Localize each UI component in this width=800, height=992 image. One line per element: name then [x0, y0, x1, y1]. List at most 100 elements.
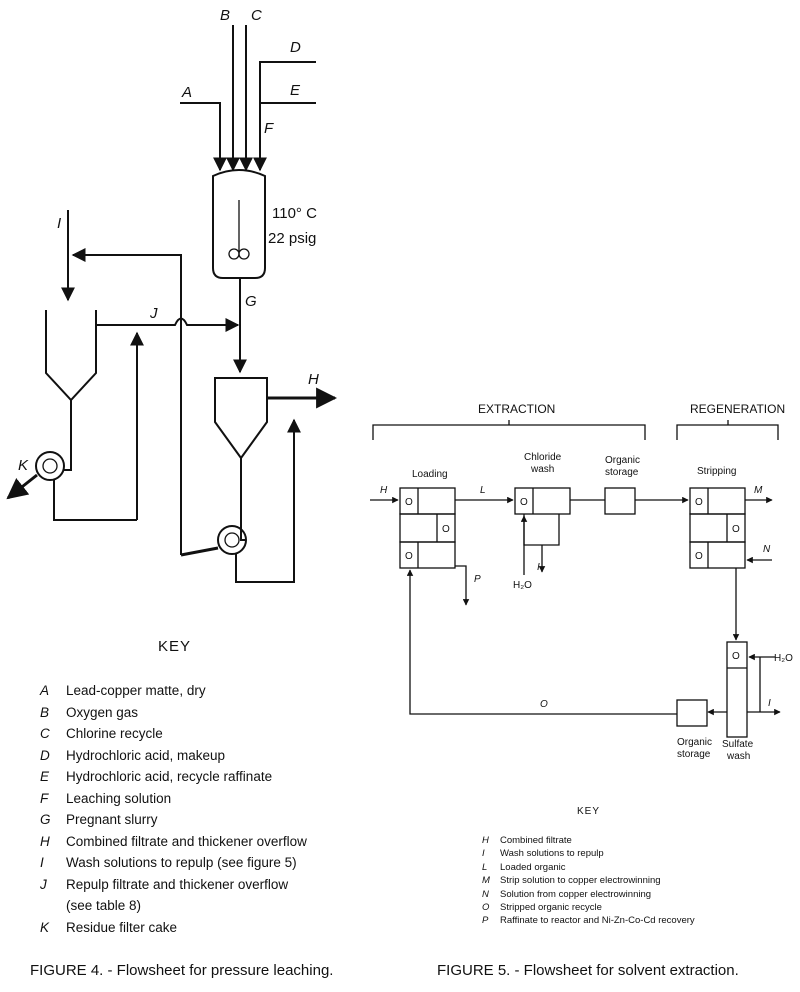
figure5-caption: FIGURE 5. - Flowsheet for solvent extrac… [437, 962, 739, 979]
key-item: A Lead-copper matte, dry [40, 680, 380, 702]
stream-a-line [180, 102, 227, 172]
header-regeneration: REGENERATION [690, 402, 785, 416]
label-e: E [290, 82, 301, 99]
left-filter-drum [35, 451, 65, 481]
fig5-label-m: M [754, 485, 763, 496]
figure5-diagram: EXTRACTION REGENERATION Loading O O O H … [370, 402, 793, 762]
key-letter: J [40, 876, 47, 892]
sulfate-o: O [732, 651, 740, 662]
key-letter: E [40, 769, 50, 784]
unit-chloride-label-2: wash [530, 464, 554, 475]
key-letter: I [482, 848, 485, 860]
unit-organic-storage-b-label-2: storage [677, 749, 711, 760]
key-text: Leaching solution [66, 790, 172, 806]
stream-j-line [96, 317, 240, 332]
unit-stripping-label: Stripping [697, 466, 736, 477]
organic-storage-tank [604, 487, 636, 515]
fig5-label-i-1: I [537, 562, 540, 573]
agitator-blade-right [238, 248, 250, 260]
organic-storage-tank-2 [676, 699, 708, 727]
label-c: C [251, 7, 262, 24]
stream-d-line [253, 61, 316, 172]
key-text: Lead-copper matte, dry [66, 683, 206, 698]
reactor-vessel [212, 169, 266, 279]
figure5-key-title: KEY [577, 806, 601, 817]
unit-sulfate-label-2: wash [726, 751, 750, 762]
key-text: Wash solutions to repulp [500, 848, 604, 860]
unit-loading-label: Loading [412, 469, 448, 480]
agitator-blade-left [228, 248, 240, 260]
fig5-label-p: P [474, 574, 481, 585]
key-text: Residue filter cake [66, 919, 178, 935]
cake-to-repulp [180, 546, 219, 557]
bracket-regeneration [676, 420, 779, 440]
key-text: Combined filtrate [500, 835, 572, 846]
key-item: J Repulp filtrate and thickener overflow [40, 874, 380, 896]
key-item: C Chlorine recycle [40, 723, 380, 745]
fig5-label-n: N [763, 544, 771, 555]
key-text: Hydrochloric acid, makeup [66, 747, 226, 763]
sulfate-wash-column [726, 641, 748, 738]
key-text: Stripped organic recycle [500, 902, 602, 914]
key-text: Raffinate to reactor and Ni-Zn-Co-Cd rec… [500, 915, 695, 927]
fig5-label-i-2: I [768, 698, 771, 709]
loading-o-1: O [405, 497, 413, 508]
right-filter-inner [224, 532, 240, 548]
key-letter: A [40, 683, 50, 698]
figure4-caption: FIGURE 4. - Flowsheet for pressure leach… [30, 962, 334, 979]
bracket-extraction [372, 420, 646, 440]
label-j: J [149, 305, 158, 322]
loading-o-2: O [442, 524, 450, 535]
key-text: Chlorine recycle [66, 726, 163, 741]
stripping-o-2: O [732, 524, 740, 535]
key-text: Loaded organic [500, 861, 566, 873]
filtrate-return-right [256, 418, 301, 583]
key-text: Pregnant slurry [66, 812, 158, 827]
repulp-thickener [45, 310, 97, 402]
reactor-pressure: 22 psig [268, 230, 316, 247]
chloride-wash-unit [514, 487, 571, 515]
chloride-loop [523, 514, 560, 546]
key-text: Repulp filtrate and thickener overflow [66, 876, 289, 892]
label-k: K [18, 457, 29, 474]
right-filter-filtrate [235, 554, 256, 583]
key-letter: C [40, 726, 50, 741]
stripping-o-3: O [695, 551, 703, 562]
stream-o-line [406, 569, 677, 715]
recycle-line-to-i [71, 248, 182, 555]
label-g: G [245, 293, 257, 310]
key-text: Strip solution to copper electrowinning [500, 875, 661, 887]
unit-organic-storage-label-2: storage [605, 467, 639, 478]
key-letter [40, 895, 66, 917]
fig5-label-l: L [480, 485, 486, 496]
key-letter: I [40, 855, 44, 870]
key-letter: H [40, 833, 50, 849]
fig5-label-o: O [540, 699, 548, 710]
key-letter: D [40, 747, 50, 763]
key-text: (see table 8) [66, 898, 142, 913]
key-item: D Hydrochloric acid, makeup [40, 745, 380, 767]
left-filter-inner [42, 458, 58, 474]
left-filter-filtrate [53, 480, 137, 521]
main-thickener [214, 377, 268, 460]
loading-stage-3 [399, 541, 456, 569]
reactor-temperature: 110° C [272, 205, 317, 222]
left-filter-feed [64, 450, 72, 471]
header-extraction: EXTRACTION [478, 402, 555, 416]
label-i: I [57, 215, 61, 232]
fig5-label-h: H [380, 485, 388, 496]
unit-organic-storage-b-label-1: Organic [677, 737, 712, 748]
right-filter-feed [240, 525, 246, 541]
key-letter: P [482, 915, 489, 927]
stripping-stage-3 [689, 541, 746, 569]
